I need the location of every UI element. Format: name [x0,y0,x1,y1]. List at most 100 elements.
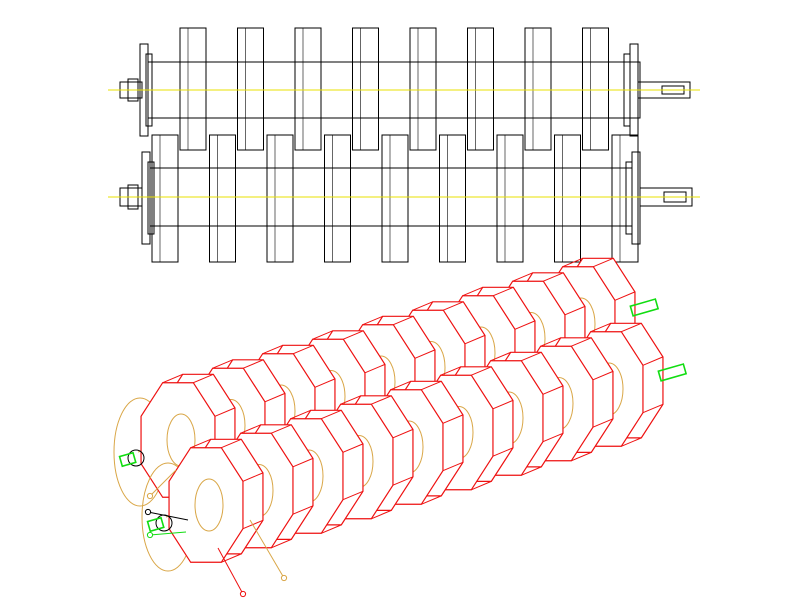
roller-upper [108,27,700,151]
disc-edge [464,334,486,345]
disc-edge [492,399,514,410]
disc-edge [642,356,664,366]
disc-edge [540,337,561,347]
disc-edge [221,438,242,449]
disc-edge [562,257,583,268]
roller-tooth [209,134,236,263]
roller-tooth [467,27,494,151]
disc-edge [321,409,342,420]
disc-edge [271,538,292,549]
disc-edge [340,395,361,405]
callout-marker [280,574,288,582]
disc-edge [343,330,364,340]
disc-edge [421,380,442,391]
roller-tooth [409,27,437,151]
disc-edge [590,322,611,333]
callout-marker [146,492,154,500]
disc-hub [194,478,224,532]
disc-edge [392,428,414,439]
disc-edge [621,437,642,447]
left-shaft-stub [146,516,165,533]
disc-edge [264,392,286,403]
disc-edge [592,370,614,381]
disc-edge [321,524,342,534]
roller-tooth [611,134,639,263]
disc-edge [293,344,314,355]
right-flange [631,151,641,245]
disc-edge [292,505,314,515]
disc-edge [290,409,311,420]
roller-tooth [352,27,379,151]
disc-edge [314,378,336,388]
disc-edge [271,424,292,434]
callout-c2 [144,508,189,521]
disc-edge [342,443,364,453]
disc-edge [542,385,564,395]
callout-marker [239,590,247,598]
disc-edge [592,418,614,428]
roller-tooth [554,134,581,263]
callout-leader [147,511,189,521]
callout-marker [144,508,152,516]
callout-leader [217,547,244,595]
roller-tooth [524,27,552,151]
roller-tooth [381,134,409,263]
iso-roller-front [141,322,688,572]
roller-tooth [324,134,351,263]
disc-edge [414,349,436,359]
roller-tooth [151,134,179,263]
callout-c3 [146,531,187,539]
roller-tooth [237,27,264,151]
roller-tooth [179,27,207,151]
disc-edge [571,451,592,462]
disc-edge [371,395,392,405]
roller-tooth [294,27,322,151]
disc-edge [240,424,261,434]
disc-edge [371,509,392,520]
disc-edge [193,373,214,384]
disc-edge [440,366,461,376]
disc-edge [642,403,664,414]
disc-edge [471,480,492,491]
disc-edge [393,315,414,326]
iso-disc [168,438,264,563]
roller-tooth [439,134,466,263]
disc-edge [190,438,211,449]
disc-front-face [168,447,244,563]
disc-edge [242,472,264,482]
callout-c5 [249,519,288,582]
disc-edge [543,272,564,282]
disc-edge [621,322,642,333]
disc-edge [593,257,614,268]
right-shaft-stub [657,363,688,382]
disc-edge [492,447,514,457]
callout-marker [146,531,154,539]
callout-c1 [146,469,177,500]
right-flange-inner [625,161,633,235]
right-shaft-stub [629,298,660,317]
disc-edge [262,344,283,355]
disc-edge [514,320,536,330]
disc-edge [462,286,483,297]
roller-lower [108,134,700,263]
disc-edge [243,359,264,369]
disc-edge [442,461,464,472]
callout-c4 [217,547,247,598]
roller-tooth [582,27,609,151]
disc-edge [412,301,433,311]
callout-leader [249,519,285,579]
disc-edge [542,432,564,443]
disc-edge [342,490,364,501]
roller-tooth [496,134,524,263]
disc-edge [564,305,586,316]
disc-edge [392,476,414,486]
roller-tooth [266,134,294,263]
disc-edge [512,272,533,282]
disc-edge [571,337,592,347]
disc-edge [292,457,314,468]
disc-edge [442,414,464,424]
left-flange [141,151,151,245]
disc-edge [493,286,514,297]
callout-leader [149,469,177,497]
